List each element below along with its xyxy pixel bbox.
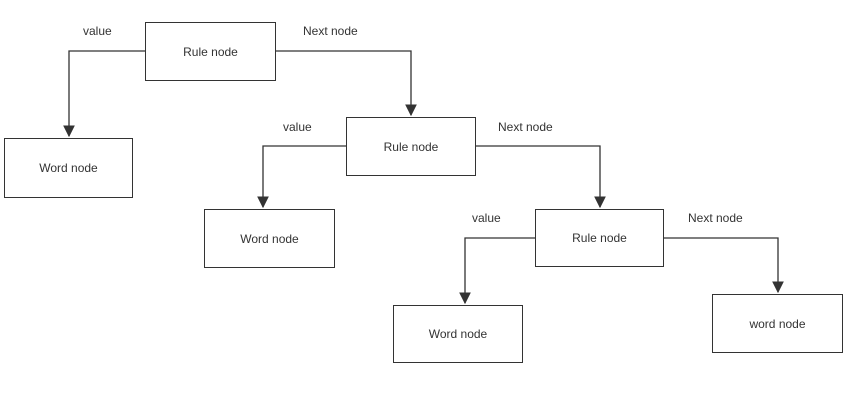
node-word-3: Word node <box>393 305 523 363</box>
node-rule-1: Rule node <box>145 22 276 81</box>
node-rule-2-label: Rule node <box>383 139 439 154</box>
edge-next-1 <box>276 50 417 117</box>
node-word-1: Word node <box>4 138 133 198</box>
edge-label-next-3: Next node <box>687 211 744 225</box>
edge-label-next-1: Next node <box>302 24 359 38</box>
node-word-2-label: Word node <box>240 231 299 246</box>
edge-next-3 <box>664 237 784 294</box>
node-rule-1-label: Rule node <box>183 44 238 59</box>
node-rule-3: Rule node <box>535 209 664 267</box>
edge-value-2 <box>257 145 346 209</box>
edge-label-value-2: value <box>282 120 313 134</box>
edge-next-2 <box>476 145 606 209</box>
node-word-4-label: word node <box>749 316 806 331</box>
edge-label-value-3: value <box>471 211 502 225</box>
node-word-1-label: Word node <box>39 161 98 175</box>
node-word-4: word node <box>712 294 843 353</box>
edge-value-1 <box>63 50 145 138</box>
node-word-2: Word node <box>204 209 335 268</box>
edge-label-next-2: Next node <box>497 120 554 134</box>
node-rule-2: Rule node <box>346 117 476 176</box>
edge-value-3 <box>459 237 535 305</box>
node-rule-3-label: Rule node <box>572 231 627 245</box>
node-word-3-label: Word node <box>428 327 488 341</box>
edge-label-value-1: value <box>82 24 113 38</box>
